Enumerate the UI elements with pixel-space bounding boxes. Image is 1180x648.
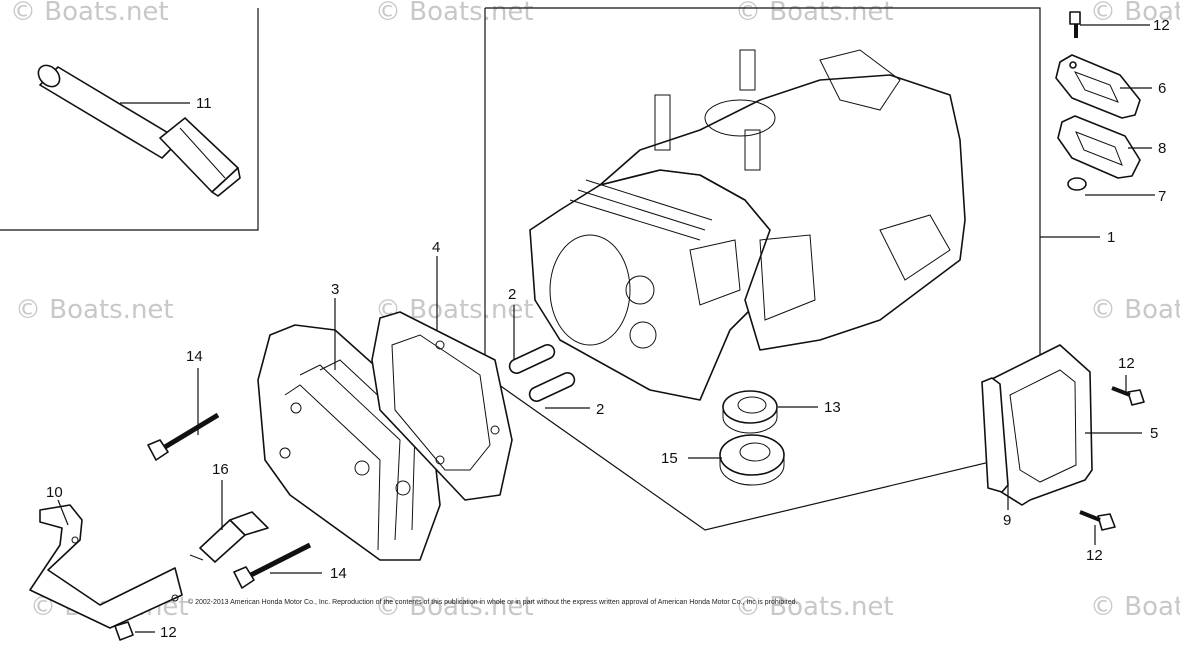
part-5-cover bbox=[989, 344, 1093, 506]
watermark: © Boats.net bbox=[1090, 592, 1180, 622]
callout-14: 14 bbox=[186, 348, 203, 365]
callout-3: 3 bbox=[331, 281, 339, 298]
part-4-head-gasket bbox=[371, 311, 513, 501]
watermark: © Boats.net bbox=[1090, 0, 1180, 27]
part-14-bolt-upper bbox=[147, 412, 220, 461]
part-11-socket-tool bbox=[37, 64, 241, 197]
callout-13: 13 bbox=[824, 399, 841, 416]
part-14-bolt-lower bbox=[233, 542, 312, 589]
callout-10: 10 bbox=[46, 484, 63, 501]
callout-1: 1 bbox=[1107, 229, 1115, 246]
callout-12: 12 bbox=[1086, 547, 1103, 564]
callout-12: 12 bbox=[1153, 17, 1170, 34]
part-12-bolt-right bbox=[1111, 386, 1145, 406]
callout-6: 6 bbox=[1158, 80, 1166, 97]
part-10-bracket bbox=[29, 504, 183, 629]
part-16-spark-plug bbox=[189, 511, 269, 563]
part-12-bolt-bottom-left bbox=[114, 621, 134, 641]
callout-12: 12 bbox=[1118, 355, 1135, 372]
callout-16: 16 bbox=[212, 461, 229, 478]
part-12-bolt-top bbox=[1069, 11, 1081, 38]
part-15-bearing bbox=[719, 434, 785, 486]
callout-9: 9 bbox=[1003, 512, 1011, 529]
inset-frame bbox=[0, 8, 259, 231]
watermark: © Boats.net bbox=[10, 0, 169, 27]
callout-12: 12 bbox=[160, 624, 177, 641]
callout-4: 4 bbox=[432, 239, 440, 256]
watermark: © Boats.net bbox=[15, 295, 174, 325]
callout-5: 5 bbox=[1150, 425, 1158, 442]
part-6-plate bbox=[1055, 54, 1141, 119]
watermark: © Boats.net bbox=[375, 0, 534, 27]
part-8-gasket bbox=[1057, 115, 1141, 179]
callout-15: 15 bbox=[661, 450, 678, 467]
callout-14: 14 bbox=[330, 565, 347, 582]
part-12-bolt-lower-right bbox=[1079, 510, 1116, 531]
leader-lines bbox=[57, 24, 1155, 633]
part-1-crankcase bbox=[529, 49, 966, 401]
callout-8: 8 bbox=[1158, 140, 1166, 157]
watermark: © Boats.net bbox=[735, 0, 894, 27]
callout-labels: 1 2 2 3 4 5 6 7 8 9 10 11 12 12 12 12 13… bbox=[46, 17, 1170, 641]
part-2-dowel-pins bbox=[508, 344, 576, 402]
watermark: © Boats.net bbox=[735, 592, 894, 622]
callout-7: 7 bbox=[1158, 188, 1166, 205]
watermark: © Boats.net bbox=[375, 592, 534, 622]
part-7-o-ring bbox=[1067, 177, 1087, 191]
callout-2: 2 bbox=[508, 286, 516, 303]
watermark: © Boats.net bbox=[1090, 295, 1180, 325]
callout-2: 2 bbox=[596, 401, 604, 418]
part-13-oil-seal bbox=[722, 390, 778, 434]
copyright-notice: © 2002-2013 American Honda Motor Co., In… bbox=[188, 599, 798, 606]
callout-11: 11 bbox=[196, 95, 212, 112]
